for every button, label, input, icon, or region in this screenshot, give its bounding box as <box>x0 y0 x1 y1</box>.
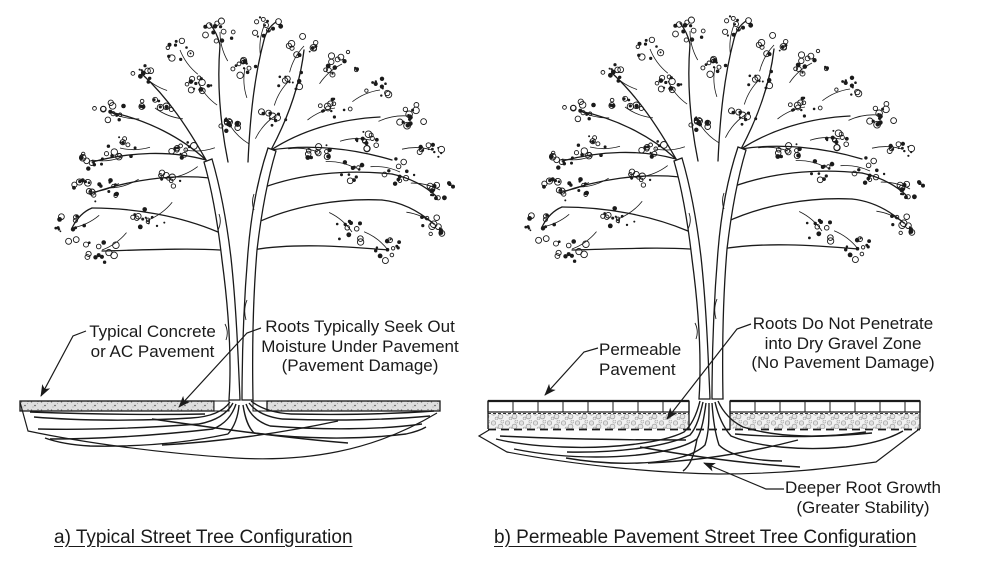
pavement-label-a-line1: Typical Concrete <box>89 322 216 341</box>
panel-caption-a: a) Typical Street Tree Configuration <box>54 527 353 548</box>
leader-arrows <box>40 323 784 490</box>
roots-label-a-line1: Roots Typically Seek Out <box>265 317 455 336</box>
panel-a <box>19 15 456 460</box>
deep-roots-label-b: Deeper Root Growth (Greater Stability) <box>758 478 968 517</box>
pavement-label-a-line2: or AC Pavement <box>90 341 215 361</box>
leader-roots-a <box>178 327 262 408</box>
roots-label-b-line1: Roots Do Not Penetrate <box>752 314 934 333</box>
pavement-label-b-line1: Permeable <box>599 340 682 359</box>
deep-roots-b <box>495 400 904 472</box>
panel-caption-b: b) Permeable Pavement Street Tree Config… <box>494 527 917 548</box>
pavement-label-b-line2: Pavement <box>599 359 676 379</box>
soil-outline-b <box>477 429 919 475</box>
leader-pavement-b <box>544 347 599 396</box>
roots-label-a: Roots Typically Seek Out Moisture Under … <box>255 317 465 376</box>
permeable-pavement-b <box>487 399 921 431</box>
roots-label-b-line3: (No Pavement Damage) <box>751 353 935 372</box>
pavement-label-b: Permeable Pavement <box>599 340 729 379</box>
leader-deep-roots-b <box>703 462 784 490</box>
roots-label-b-line2: into Dry Gravel Zone <box>764 333 922 353</box>
roots-label-a-line2: Moisture Under Pavement <box>261 336 459 356</box>
roots-label-b: Roots Do Not Penetrate into Dry Gravel Z… <box>738 314 948 373</box>
leader-roots-b <box>666 323 752 420</box>
shallow-roots-a <box>29 400 435 447</box>
roots-label-a-line3: (Pavement Damage) <box>281 356 439 375</box>
deep-roots-label-b-line2: (Greater Stability) <box>796 497 930 517</box>
pavement-label-a: Typical Concrete or AC Pavement <box>60 322 245 361</box>
leader-pavement-a <box>40 330 87 397</box>
soil-outline-a <box>19 401 438 460</box>
panel-b <box>477 14 926 475</box>
deep-roots-label-b-line1: Deeper Root Growth <box>785 478 941 497</box>
